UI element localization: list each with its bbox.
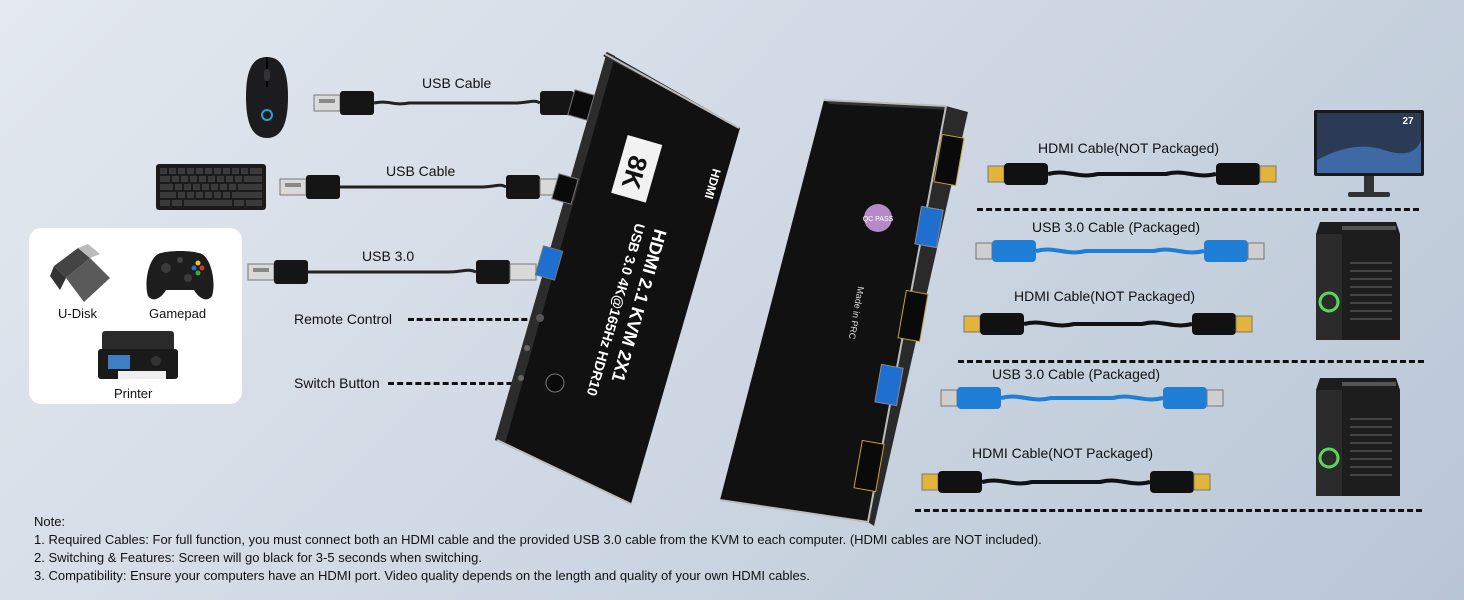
usb-drive-icon <box>50 244 110 302</box>
kvm-front: 8K HDMI 2.1 KVM 2X1 USB 3.0 4K@165Hz HDR… <box>495 52 740 505</box>
hdmi-cable-1 <box>987 163 1277 185</box>
right-cable-label-2: USB 3.0 Cable (Packaged) <box>1032 219 1201 235</box>
printer-icon <box>98 331 178 379</box>
usb-cable-1-label: USB Cable <box>422 75 492 91</box>
usb-cable-3-label: USB 3.0 <box>362 248 415 264</box>
udisk-label: U-Disk <box>58 306 97 321</box>
monitor-number: 27 <box>1402 116 1414 127</box>
separator-2 <box>958 360 1424 363</box>
gamepad-label: Gamepad <box>149 306 207 321</box>
right-cable-label-1: HDMI Cable(NOT Packaged) <box>1038 140 1220 156</box>
separator-3 <box>915 509 1422 512</box>
gamepad-icon <box>146 251 214 300</box>
separator-1 <box>977 208 1419 211</box>
mouse-icon <box>246 57 288 138</box>
note-heading: Note: <box>34 514 66 529</box>
right-cable-label-5: HDMI Cable(NOT Packaged) <box>972 445 1154 461</box>
note-item-3: 3. Compatibility: Ensure your computers … <box>34 568 810 583</box>
note-item-2: 2. Switching & Features: Screen will go … <box>34 550 482 565</box>
note-item-1: 1. Required Cables: For full function, y… <box>34 532 1042 547</box>
usb-cable-2-label: USB Cable <box>386 163 456 179</box>
qc-sticker: QC PASS <box>863 216 894 223</box>
right-cable-label-4: USB 3.0 Cable (Packaged) <box>992 366 1161 382</box>
pc-tower-1 <box>1316 222 1400 340</box>
printer-label: Printer <box>114 386 153 401</box>
remote-control-line <box>408 318 536 321</box>
usb-cable-3 <box>247 260 537 284</box>
switch-button-line <box>388 382 558 385</box>
hdmi-cable-5 <box>921 471 1211 493</box>
keyboard-icon <box>156 164 266 210</box>
switch-button-label: Switch Button <box>294 375 380 391</box>
right-cable-label-3: HDMI Cable(NOT Packaged) <box>1014 288 1196 304</box>
pc-tower-2 <box>1316 378 1400 496</box>
kvm-back: QC PASS Made in PRC <box>719 99 968 526</box>
monitor-icon: 27 <box>1314 110 1424 197</box>
usb3-cable-2 <box>975 240 1265 262</box>
hdmi-cable-3 <box>963 313 1253 335</box>
usb3-cable-4 <box>940 387 1224 409</box>
remote-control-label: Remote Control <box>294 311 393 327</box>
